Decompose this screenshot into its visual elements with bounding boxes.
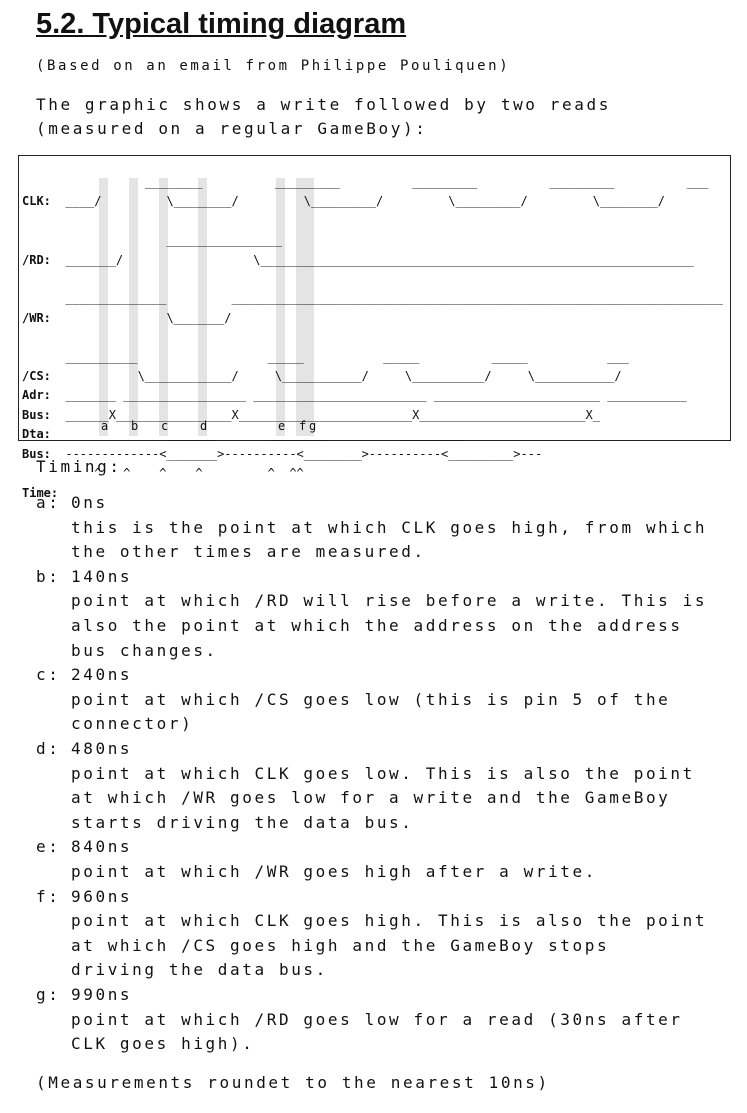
timing-key: a:: [36, 493, 61, 512]
intro-line-1: The graphic shows a write followed by tw…: [36, 95, 611, 114]
section-title: 5.2. Typical timing diagram: [36, 8, 407, 40]
signal-trace: ______________ _________________________…: [65, 291, 723, 306]
time-marker-c: c: [161, 419, 171, 433]
timing-diagram-text: ________ _________ _________ _________ _…: [22, 173, 723, 503]
signal-trace: ________________: [65, 233, 283, 248]
signal-label: [22, 175, 65, 189]
signal-trace: _______/ \______________________________…: [65, 252, 694, 267]
signal-trace: \____________/ \___________/ \__________…: [65, 369, 622, 384]
signal-label: Time:: [22, 485, 66, 500]
marker-d-highlight: [198, 178, 207, 436]
signal-label: Bus:: [22, 407, 66, 422]
signal-label: Dta:: [22, 427, 66, 442]
marker-fg-highlight: [296, 178, 314, 436]
marker-c-highlight: [159, 178, 168, 436]
signal-trace: ______X________________X________________…: [65, 407, 600, 422]
diagram-row: Dta: _______ ________ _________: [22, 427, 463, 441]
timing-key: c:: [36, 665, 61, 685]
timing-key: b:: [36, 566, 61, 586]
timing-description: bus changes.: [71, 640, 218, 660]
diagram-row: /RD: _______/ \_________________________…: [22, 253, 694, 267]
intro-line-2: (measured on a regular GameBoy):: [36, 119, 428, 138]
diagram-row: [22, 272, 65, 286]
time-marker-e: e: [278, 419, 288, 433]
marker-a-highlight: [99, 178, 108, 436]
time-marker-a: a: [101, 419, 111, 433]
timing-description: point at which /RD will rise before a wr…: [71, 591, 708, 611]
timing-description: point at which /CS goes low (this is pin…: [71, 689, 671, 709]
marker-e-highlight: [276, 178, 285, 436]
timing-value: 140ns: [71, 566, 133, 586]
signal-trace: _______ ________ _________: [65, 427, 463, 442]
signal-trace: -------------<_______>----------<_______…: [65, 446, 543, 461]
signal-label: [22, 291, 65, 305]
diagram-row: Bus: -------------<_______>----------<__…: [22, 447, 542, 461]
diagram-row: Bus: ______X________________X___________…: [22, 408, 600, 422]
signal-label: /CS:: [22, 369, 66, 384]
timing-description: also the point at which the address on t…: [71, 616, 683, 635]
time-marker-f: f: [299, 419, 309, 433]
time-marker-d: d: [200, 419, 210, 433]
source-note: (Based on an email from Philippe Pouliqu…: [36, 58, 511, 74]
signal-label: [22, 233, 65, 247]
timing-description: CLK goes high).: [71, 1034, 255, 1054]
diagram-row: CLK: ____/ \________/ \_________/ \_____…: [22, 194, 665, 208]
signal-label: [22, 330, 65, 344]
diagram-row: __________ _____ _____ _____ ___: [22, 350, 629, 364]
signal-label: [22, 272, 65, 286]
footer-note: (Measurements roundet to the nearest 10n…: [36, 1073, 550, 1092]
diagram-row: Adr: _______ _________________ _________…: [22, 388, 687, 402]
timing-description: point at which /RD goes low for a read (…: [71, 1009, 683, 1029]
timing-description: driving the data bus.: [71, 960, 328, 980]
timing-description: point at which CLK goes high. This is al…: [71, 911, 708, 931]
diagram-row: ______________ _________________________…: [22, 291, 723, 306]
signal-trace: \_______/: [65, 310, 232, 325]
timing-description: starts driving the data bus.: [71, 812, 414, 832]
timing-key: d:: [36, 739, 61, 758]
signal-trace: ^ ^ ^ ^ ^ ^^: [65, 466, 304, 481]
timing-value: 960ns: [71, 886, 133, 906]
diagram-row: [22, 214, 65, 228]
timing-description: this is the point at which CLK goes high…: [71, 517, 708, 537]
timing-key: f:: [36, 886, 61, 906]
timing-description: point at which CLK goes low. This is als…: [71, 763, 695, 783]
timing-description: point at which /WR goes high after a wri…: [71, 862, 598, 881]
timing-description: connector): [71, 714, 194, 734]
timing-diagram: ________ _________ _________ _________ _…: [18, 155, 731, 500]
timing-value: 840ns: [71, 837, 133, 857]
timing-key: e:: [36, 837, 61, 857]
diagram-row: ^ ^ ^ ^ ^ ^^: [22, 466, 304, 480]
signal-label: Adr:: [22, 388, 66, 403]
timing-key: g:: [36, 985, 61, 1004]
signal-trace: __________ _____ _____ _____ ___: [65, 349, 629, 364]
diagram-row: ________________: [22, 233, 283, 248]
diagram-row: ________ _________ _________ _________ _…: [22, 175, 709, 189]
timing-value: 240ns: [71, 665, 133, 685]
timing-description: the other times are measured.: [71, 542, 426, 562]
diagram-row: /CS: \____________/ \___________/ \_____…: [22, 369, 622, 383]
marker-b-highlight: [129, 178, 138, 436]
signal-label: Bus:: [22, 446, 66, 461]
signal-label: [22, 214, 65, 228]
time-marker-g: g: [309, 419, 319, 433]
timing-description: at which /WR goes low for a write and th…: [71, 788, 671, 808]
diagram-row: Time:: [22, 486, 65, 500]
signal-trace: ____/ \________/ \_________/ \_________/…: [65, 194, 666, 209]
signal-label: [22, 350, 65, 364]
signal-label: /WR:: [22, 310, 66, 325]
signal-trace: _______ _________________ ______________…: [65, 388, 687, 403]
timing-label: Timing:: [36, 457, 122, 476]
timing-description: at which /CS goes high and the GameBoy s…: [71, 935, 610, 955]
diagram-row: [22, 330, 65, 344]
signal-label: /RD:: [22, 252, 66, 267]
timing-value: 0ns: [71, 493, 108, 512]
diagram-row: /WR: \_______/: [22, 311, 232, 325]
time-marker-b: b: [131, 419, 141, 433]
signal-label: CLK:: [22, 194, 66, 209]
signal-trace: ________ _________ _________ _________ _…: [65, 175, 709, 189]
timing-value: 990ns: [71, 985, 133, 1004]
timing-value: 480ns: [71, 739, 133, 758]
